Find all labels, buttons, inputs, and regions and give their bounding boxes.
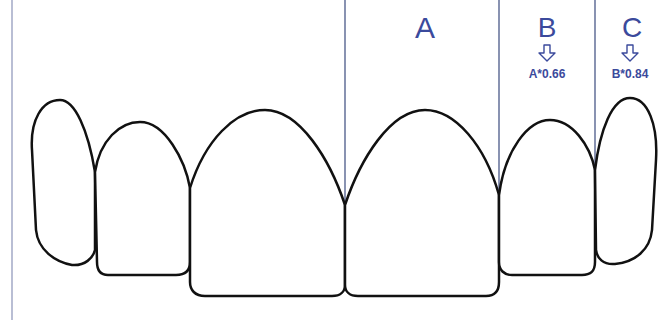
ratio-label: B*0.84: [612, 68, 649, 80]
down-arrow: [622, 45, 638, 61]
frame-line: [11, 0, 12, 320]
width-label: A: [415, 13, 435, 43]
canine-tooth: [595, 98, 656, 264]
width-label: C: [622, 14, 642, 42]
down-arrow: [539, 45, 555, 61]
lateral-incisor: [95, 122, 190, 275]
lateral-incisor: [499, 120, 595, 275]
measure-line: [594, 0, 595, 170]
canine-tooth: [32, 100, 95, 265]
width-label: B: [538, 14, 557, 42]
ratio-label: A*0.66: [529, 68, 566, 80]
measure-line: [498, 0, 499, 195]
central-incisor: [345, 110, 499, 296]
measure-line: [344, 0, 345, 205]
central-incisor: [190, 110, 345, 296]
